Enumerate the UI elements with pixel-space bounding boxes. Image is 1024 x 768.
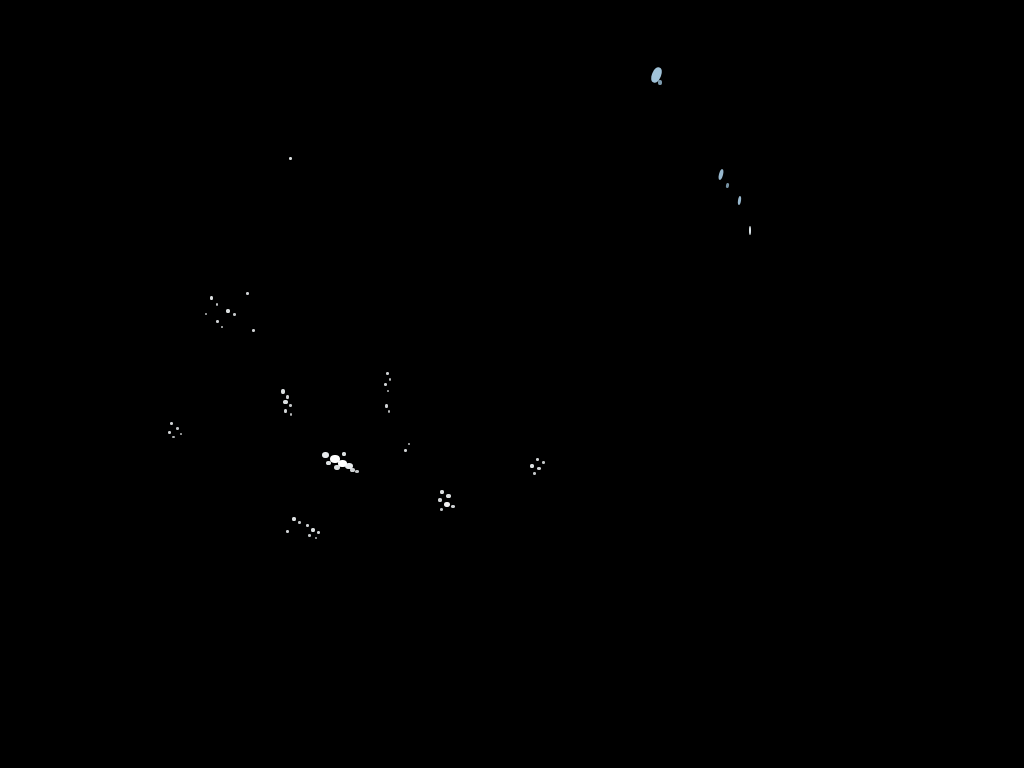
light-speck	[384, 383, 387, 386]
light-speck	[281, 389, 285, 394]
light-speck	[216, 320, 219, 323]
light-speck	[649, 65, 664, 85]
light-speck	[440, 490, 444, 494]
light-speck	[284, 409, 287, 413]
light-speck	[308, 534, 311, 537]
light-speck	[388, 410, 390, 413]
light-speck	[408, 443, 410, 445]
light-speck	[315, 537, 317, 539]
light-speck	[444, 502, 450, 507]
light-speck	[330, 455, 340, 463]
light-speck	[530, 464, 534, 468]
light-speck	[216, 303, 218, 306]
light-speck	[290, 413, 292, 416]
light-speck	[536, 458, 539, 461]
light-speck	[246, 292, 249, 295]
light-speck	[717, 168, 725, 181]
light-speck	[289, 404, 292, 407]
light-speck	[737, 195, 742, 206]
light-speck	[326, 461, 331, 465]
light-speck	[306, 524, 309, 527]
light-speck	[168, 431, 171, 434]
light-speck	[342, 452, 346, 456]
light-speck	[317, 531, 320, 534]
light-speck	[205, 313, 207, 315]
light-speck	[446, 494, 451, 498]
light-speck	[233, 313, 236, 316]
light-speck	[440, 508, 443, 511]
light-speck	[334, 465, 340, 470]
light-speck	[537, 467, 541, 470]
light-speck	[387, 390, 389, 392]
light-speck	[283, 400, 288, 404]
light-speck	[322, 452, 329, 458]
light-speck	[345, 463, 353, 469]
light-speck	[404, 449, 407, 452]
light-speck	[311, 528, 315, 532]
light-speck	[658, 80, 662, 85]
light-speck	[385, 404, 388, 408]
light-speck	[298, 521, 301, 524]
light-speck	[252, 329, 255, 332]
light-speck	[389, 378, 391, 381]
light-speck	[180, 433, 182, 435]
light-speck	[172, 436, 175, 438]
light-speck	[542, 461, 545, 464]
light-speck	[438, 498, 442, 502]
light-speck	[170, 422, 173, 425]
light-speck	[286, 530, 289, 533]
light-speck	[451, 505, 455, 508]
light-speck	[226, 309, 230, 313]
light-speck	[210, 296, 213, 300]
light-speck	[355, 470, 359, 473]
light-speck	[533, 472, 536, 475]
light-speck	[292, 517, 296, 521]
light-speck	[289, 157, 292, 160]
light-speck	[338, 460, 347, 467]
light-speck	[749, 226, 751, 235]
light-speck	[286, 395, 289, 399]
light-speck	[386, 372, 389, 375]
light-speck	[350, 468, 355, 472]
light-speck	[725, 182, 730, 189]
light-speck	[176, 427, 179, 430]
light-speck	[221, 326, 223, 328]
